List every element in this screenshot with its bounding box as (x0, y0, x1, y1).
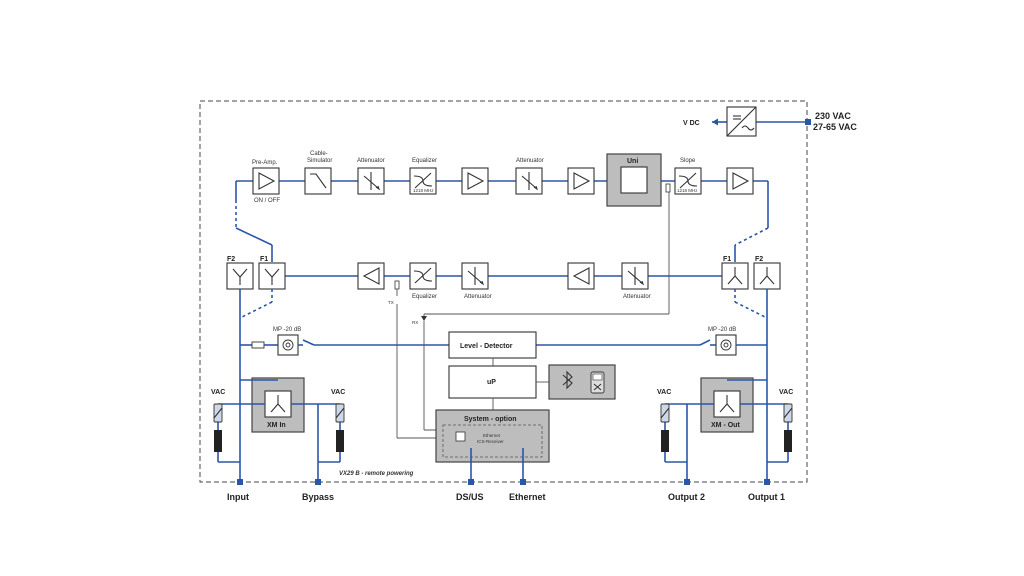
port-output1[interactable] (764, 479, 770, 485)
cable-simulator-block (304, 167, 332, 195)
bluetooth-icon (562, 370, 573, 390)
port-input-label: Input (227, 492, 249, 502)
vac-c-label: VAC (657, 389, 671, 396)
return-path: Equalizer Attenuator Attenuator TX (285, 262, 722, 305)
attenuator-return-2-label: Attenuator (623, 294, 651, 300)
port-bypass-label: Bypass (302, 492, 334, 502)
power-output-label: V DC (683, 120, 700, 127)
monitor-point-right-label: MP -20 dB (708, 327, 736, 333)
attenuator-return-1-label: Attenuator (464, 294, 492, 300)
diplex-filters: F2 F1 F1 F2 (226, 256, 781, 380)
ethernet-receiver-label1: Ethernet (483, 433, 501, 438)
filter-left-f2-label: F2 (227, 256, 235, 263)
cable-simulator-label1: Cable- (310, 151, 328, 157)
rx-label: RX (412, 320, 418, 325)
port-input[interactable] (237, 479, 243, 485)
vac-coil-d (784, 430, 792, 452)
power-input-line1: 230 VAC (815, 111, 851, 121)
port-output2[interactable] (684, 479, 690, 485)
power-input-line2: 27-65 VAC (813, 122, 857, 132)
system-option-module (435, 409, 550, 463)
preamp-label: Pre-Amp. (252, 160, 278, 166)
xm-in-label: XM In (267, 422, 286, 429)
vac-a-label: VAC (211, 389, 225, 396)
port-ds-us[interactable] (468, 479, 474, 485)
remote-powering-note: VX29 B - remote powering (339, 471, 414, 477)
xm-in-section: XM In VAC VAC VX29 B - remote powering (211, 377, 414, 482)
port-output1-label: Output 1 (748, 492, 785, 502)
port-bypass[interactable] (315, 479, 321, 485)
wireless-interface (548, 364, 616, 400)
filter-left-f2 (226, 262, 254, 290)
equalizer-forward-label: Equalizer (412, 158, 437, 164)
uni-label: Uni (627, 158, 638, 165)
port-ethernet-label: Ethernet (509, 492, 546, 502)
port-output2-label: Output 2 (668, 492, 705, 502)
amplifier-return-2 (567, 262, 595, 290)
microprocessor-label: uP (487, 379, 496, 386)
ports: Input Bypass DS/US Ethernet Output 2 Out… (227, 479, 785, 502)
xm-out-label: XM - Out (711, 422, 740, 429)
slope-label: Slope (680, 158, 696, 164)
attenuator-forward-2-label: Attenuator (516, 158, 544, 164)
equalizer-return-label: Equalizer (412, 294, 437, 300)
vac-coil-b (336, 430, 344, 452)
system-option: System - option Ethernet ICS-Receiver (435, 409, 550, 482)
port-ds-us-label: DS/US (456, 492, 484, 502)
system-option-label: System - option (464, 416, 517, 423)
monitor-point-left[interactable] (277, 334, 299, 356)
microprocessor (448, 365, 537, 399)
preamp-sub: ON / OFF (254, 198, 280, 204)
attenuator-forward-1-label: Attenuator (357, 158, 385, 164)
filter-right-f2-label: F2 (755, 256, 763, 263)
vac-coil-c (661, 430, 669, 452)
amplifier-return-1 (357, 262, 385, 290)
filter-left-f1 (258, 262, 286, 290)
port-ethernet[interactable] (520, 479, 526, 485)
xm-in-module (251, 377, 305, 433)
level-detector-label: Level - Detector (460, 343, 513, 350)
tx-label: TX (388, 300, 394, 305)
vac-coil-a (214, 430, 222, 452)
equalizer-forward-freq: 1218 MHz (413, 188, 434, 193)
slope-freq: 1218 MHz (677, 188, 698, 193)
ethernet-receiver-label2: ICS-Receiver (477, 439, 504, 444)
monitor-section: MP -20 dB MP -20 dB Level - Detector uP … (240, 192, 767, 439)
cable-simulator-label2: Simulator (307, 158, 332, 164)
power-supply: V DC 230 VAC 27-65 VAC (683, 106, 857, 137)
forward-path: Pre-Amp. ON / OFF Cable- Simulator Atten… (235, 151, 769, 262)
housing-border (199, 100, 808, 483)
level-detector (448, 331, 537, 359)
filter-left-f1-label: F1 (260, 256, 268, 263)
vac-b-label: VAC (331, 389, 345, 396)
xm-out-section: XM - Out VAC VAC (657, 377, 793, 482)
monitor-point-left-label: MP -20 dB (273, 327, 301, 333)
vac-d-label: VAC (779, 389, 793, 396)
monitor-point-right[interactable] (715, 334, 737, 356)
filter-right-f1-label: F1 (723, 256, 731, 263)
